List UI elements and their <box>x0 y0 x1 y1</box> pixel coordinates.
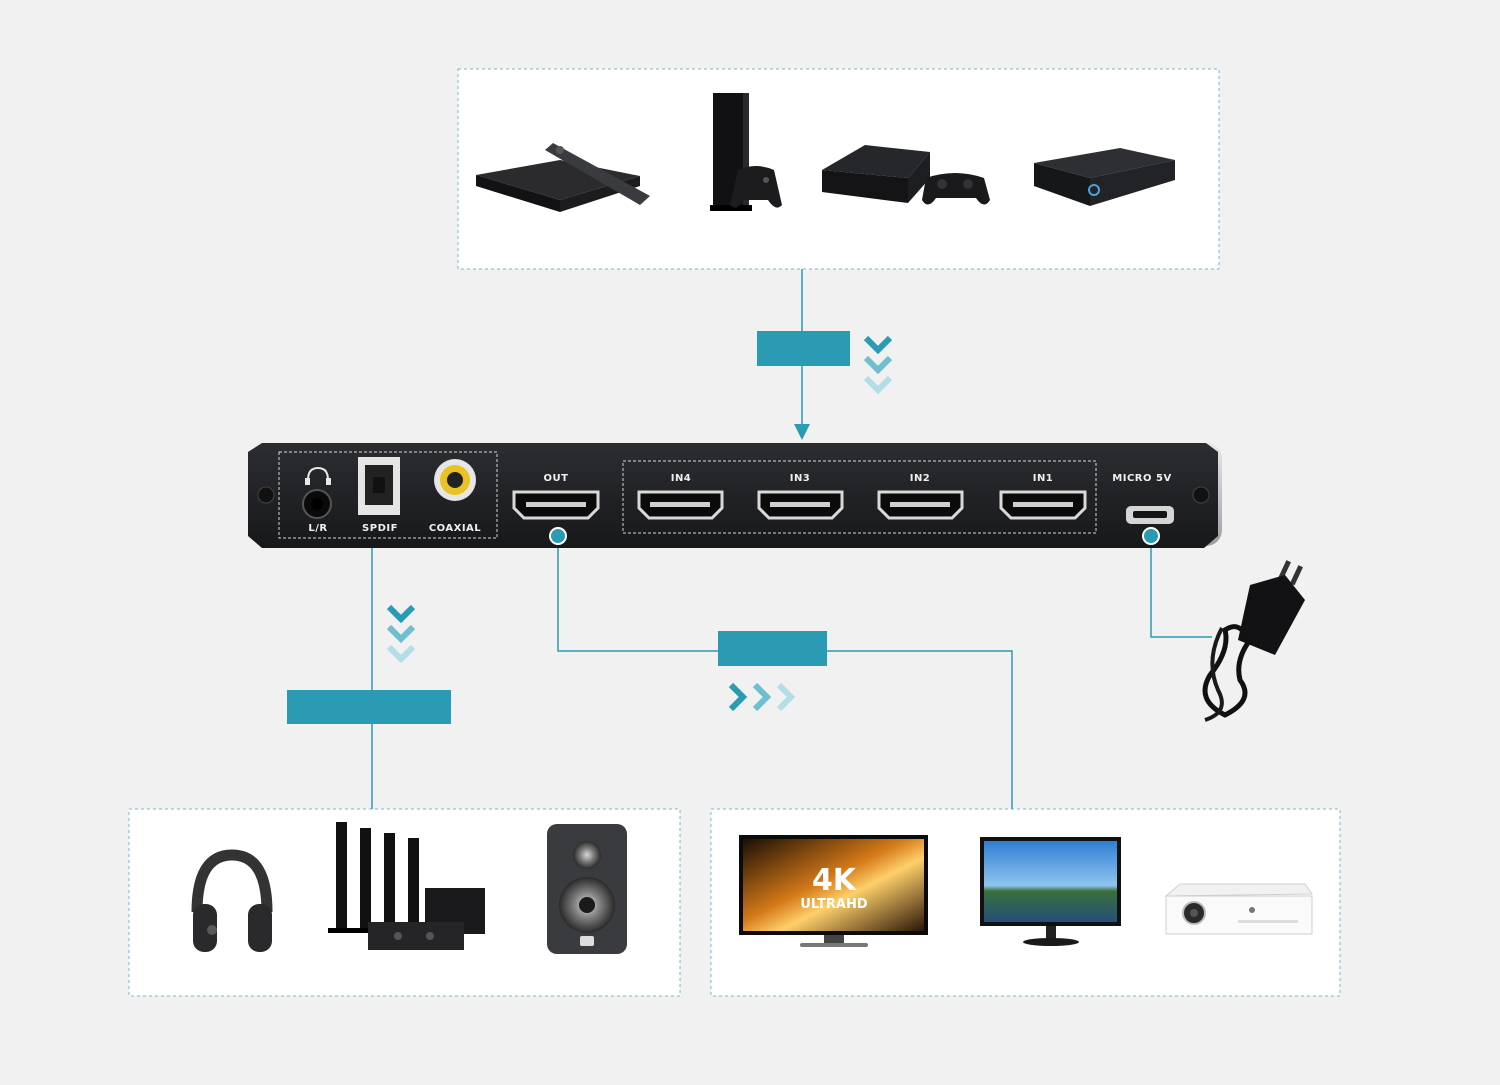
tv-4k-icon: 4K ULTRAHD <box>739 835 928 947</box>
hdmi-switch-device: L/R SPDIF COAXIAL OUT IN4 IN3 IN2 IN1 MI… <box>248 443 1222 548</box>
output-label-box <box>718 631 827 666</box>
home-theater-icon <box>328 822 485 950</box>
micro-usb-port <box>1126 506 1174 524</box>
input-label-box <box>757 331 850 366</box>
bookshelf-speaker-icon <box>547 824 627 954</box>
out-connection-dot <box>549 527 567 545</box>
playstation-console-icon <box>822 145 990 205</box>
down-chevrons-audio <box>386 604 416 664</box>
audio-ports-group <box>278 451 498 539</box>
projector-icon <box>1164 883 1313 935</box>
streaming-box-icon <box>476 143 650 212</box>
power-connection-dot <box>1142 527 1160 545</box>
xbox-console-icon <box>710 93 782 211</box>
audio-label-box <box>287 690 451 724</box>
tv-screen-ultrahd-text: ULTRAHD <box>800 897 868 912</box>
port-label-in1: IN1 <box>1033 473 1054 484</box>
input-arrowhead <box>794 424 810 440</box>
down-chevrons-input <box>863 335 893 395</box>
port-label-spdif: SPDIF <box>362 523 398 534</box>
hdmi-in1-port <box>999 490 1087 520</box>
hdmi-in4-port <box>637 490 724 520</box>
right-chevrons-output <box>728 682 796 712</box>
port-label-in4: IN4 <box>671 473 692 484</box>
input-ports-group <box>622 460 1097 534</box>
port-label-coaxial: COAXIAL <box>429 523 481 534</box>
monitor-icon <box>980 837 1121 946</box>
hdmi-in3-port <box>757 490 844 520</box>
tv-screen-4k-text: 4K <box>812 863 858 898</box>
port-label-out: OUT <box>544 473 569 484</box>
port-label-in3: IN3 <box>790 473 811 484</box>
hdmi-out-port <box>512 490 600 520</box>
port-label-lr: L/R <box>308 523 327 534</box>
hdmi-in2-port <box>877 490 964 520</box>
media-player-icon <box>1034 148 1175 206</box>
port-label-micro5v: MICRO 5V <box>1112 473 1171 484</box>
headphone-icon <box>307 466 329 481</box>
port-label-in2: IN2 <box>910 473 931 484</box>
power-adapter-icon <box>1202 560 1305 722</box>
headphones-icon <box>191 849 273 952</box>
